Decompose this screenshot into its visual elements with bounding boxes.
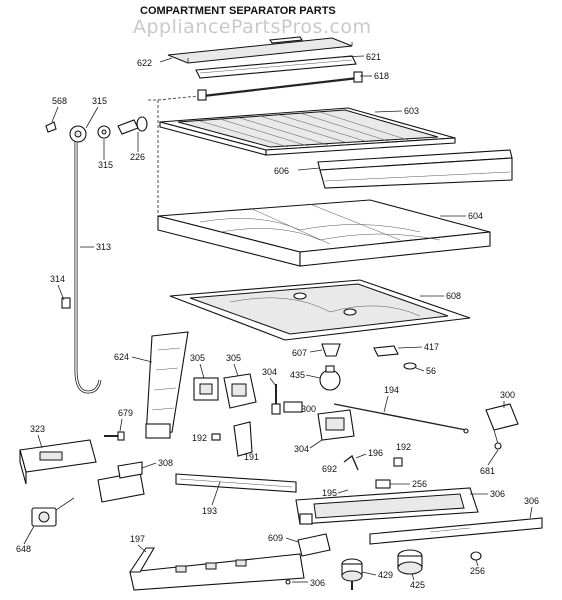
label-323: 323 <box>30 424 45 434</box>
part-306-strip <box>369 517 543 545</box>
part-306-housing <box>295 487 479 525</box>
part-192-clip-b <box>393 457 403 467</box>
label-609: 609 <box>268 533 283 543</box>
part-425-knob <box>397 549 423 575</box>
label-315-bottom: 315 <box>98 160 113 170</box>
part-313-control-rod <box>74 142 102 394</box>
label-256-a: 256 <box>412 479 427 489</box>
label-300-a: 300 <box>301 404 316 414</box>
part-300-damper <box>485 403 519 450</box>
label-193: 193 <box>202 506 217 516</box>
part-417-switch <box>373 345 399 357</box>
label-429: 429 <box>378 570 393 580</box>
label-196: 196 <box>368 448 383 458</box>
label-306-a: 306 <box>490 489 505 499</box>
part-622-cover <box>167 36 353 64</box>
label-300-b: 300 <box>500 390 515 400</box>
label-607: 607 <box>292 348 307 358</box>
part-304-thermostat-a <box>271 384 303 415</box>
label-192-b: 192 <box>396 442 411 452</box>
label-425: 425 <box>410 580 425 590</box>
label-195: 195 <box>322 488 337 498</box>
label-313: 313 <box>96 242 111 252</box>
watermark: AppliancePartsPros.com <box>133 16 372 38</box>
part-197-cover <box>128 547 305 591</box>
label-305-b: 305 <box>226 353 241 363</box>
part-191-bracket <box>233 421 253 457</box>
label-604: 604 <box>468 211 483 221</box>
part-603-shelf <box>159 107 456 156</box>
label-648: 648 <box>16 544 31 554</box>
label-191: 191 <box>244 452 259 462</box>
part-56-screw <box>403 362 417 370</box>
label-304-a: 304 <box>262 367 277 377</box>
part-256-cap-b <box>470 551 482 561</box>
label-256-b: 256 <box>470 566 485 576</box>
label-603: 603 <box>404 106 419 116</box>
label-56: 56 <box>426 366 436 376</box>
label-692: 692 <box>322 464 337 474</box>
part-679-screw <box>104 431 125 441</box>
label-435: 435 <box>290 370 305 380</box>
part-648-motor <box>31 497 75 527</box>
part-435-bulb <box>319 365 341 391</box>
label-314: 314 <box>50 274 65 284</box>
label-315-top: 315 <box>92 96 107 106</box>
part-608-pan <box>169 279 471 341</box>
label-306-c: 306 <box>310 578 325 588</box>
label-608: 608 <box>446 291 461 301</box>
part-621-trim <box>195 55 357 79</box>
part-607-socket <box>321 343 341 357</box>
part-323-bracket <box>19 439 97 485</box>
label-304-b: 304 <box>294 444 309 454</box>
part-606-trim <box>317 149 513 189</box>
label-308: 308 <box>158 458 173 468</box>
label-305-a: 305 <box>190 353 205 363</box>
diagram-title: COMPARTMENT SEPARATOR PARTS <box>140 5 336 17</box>
part-568-screw <box>45 121 57 133</box>
label-306-b: 306 <box>524 496 539 506</box>
part-256-cap-a <box>375 479 391 489</box>
part-429-knob <box>341 558 363 590</box>
part-305-housing-b <box>223 373 257 409</box>
part-609-cap <box>297 533 331 557</box>
label-194: 194 <box>384 385 399 395</box>
label-197: 197 <box>130 534 145 544</box>
part-192-clip-a <box>211 433 221 441</box>
label-606: 606 <box>274 166 289 176</box>
label-568: 568 <box>52 96 67 106</box>
label-679: 679 <box>118 408 133 418</box>
label-621: 621 <box>366 52 381 62</box>
label-624: 624 <box>114 352 129 362</box>
part-226-clip <box>117 116 148 135</box>
part-193-rail <box>175 473 297 493</box>
part-196-lever <box>343 454 359 471</box>
part-305-housing-a <box>193 377 219 401</box>
label-226: 226 <box>130 152 145 162</box>
label-192-a: 192 <box>192 433 207 443</box>
part-604-tray <box>157 199 491 267</box>
part-315-knob <box>69 125 111 143</box>
label-622: 622 <box>137 58 152 68</box>
label-417: 417 <box>424 342 439 352</box>
part-314-clip <box>61 297 71 309</box>
part-308-bracket <box>97 461 145 503</box>
part-624-bracket <box>145 331 189 439</box>
label-681: 681 <box>480 466 495 476</box>
part-304-damper-box <box>317 409 355 441</box>
part-194-wire <box>333 403 469 434</box>
label-618: 618 <box>374 71 389 81</box>
part-618-rod <box>197 71 363 101</box>
